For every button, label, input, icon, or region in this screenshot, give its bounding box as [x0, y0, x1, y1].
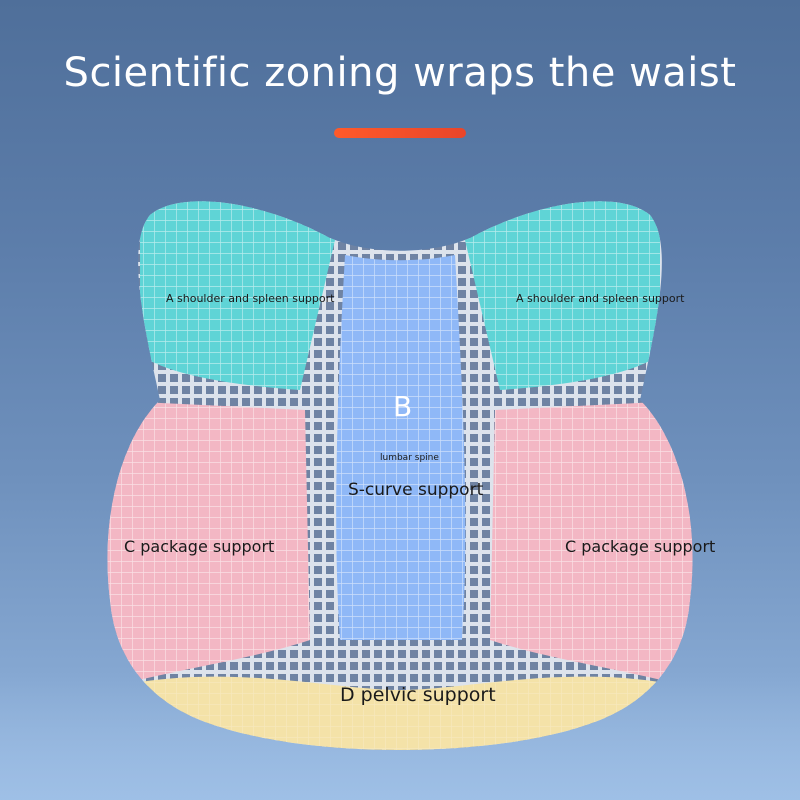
zone-b-label: S-curve support	[348, 480, 484, 500]
page-title: Scientific zoning wraps the waist	[63, 50, 737, 96]
zone-b-caption: lumbar spine	[380, 453, 439, 463]
zone-c-left-label: C package support	[124, 537, 275, 556]
zone-a-right-label: A shoulder and spleen support	[516, 292, 685, 305]
zone-d-label: D pelvic support	[340, 684, 496, 706]
zone-c-right-label: C package support	[565, 537, 716, 556]
zone-a-left-label: A shoulder and spleen support	[166, 292, 335, 305]
accent-bar	[334, 128, 466, 138]
zone-b-letter: B	[393, 390, 413, 423]
